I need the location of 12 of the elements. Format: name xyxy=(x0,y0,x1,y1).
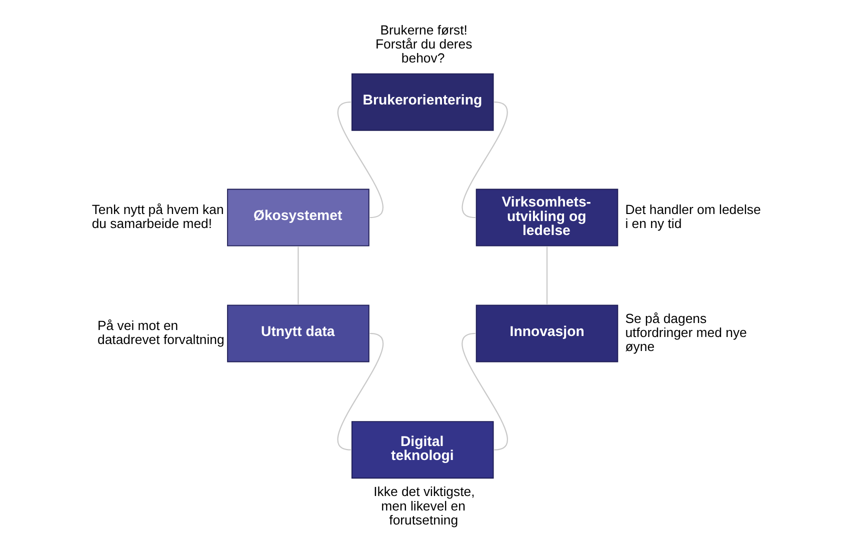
connector xyxy=(338,102,384,218)
node-label: På vei mot en datadrevet forvaltning xyxy=(98,318,224,348)
connector xyxy=(337,332,384,450)
connector xyxy=(462,102,508,218)
node-label: Se på dagens utfordringer med nye øyne xyxy=(625,310,747,354)
node-label: Tenk nytt på hvem kan du samarbeide med! xyxy=(92,202,224,232)
node-label: Det handler om ledelse i en ny tid xyxy=(625,202,761,232)
node-label: Brukerne først! Forstår du deres behov? xyxy=(375,22,472,66)
connector xyxy=(298,246,299,304)
connector xyxy=(462,332,508,450)
node-label: Ikke det viktigste, men likevel en forutsetning xyxy=(374,484,475,528)
connector xyxy=(546,246,548,304)
